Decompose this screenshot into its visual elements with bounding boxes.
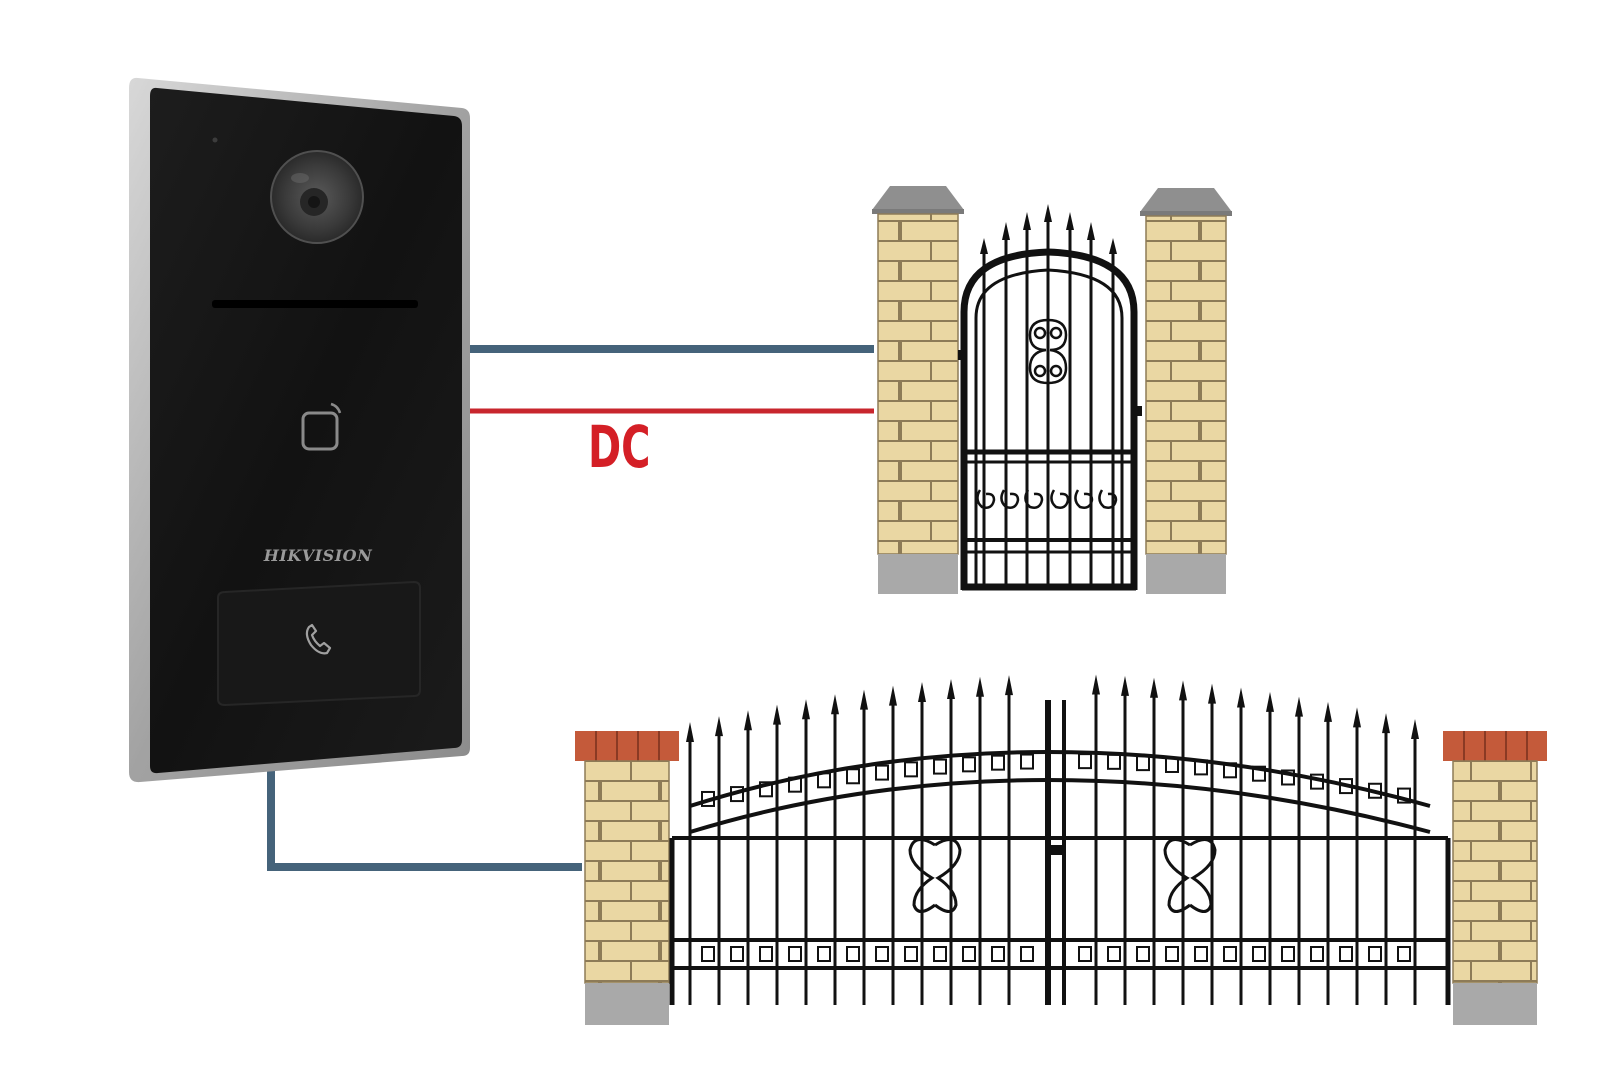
spear-tip: [802, 699, 810, 720]
spear-tip: [1208, 683, 1216, 704]
spear-tip: [860, 689, 868, 710]
camera-lens: [270, 150, 364, 244]
band-ornament: [1368, 946, 1382, 962]
arch-ornament: [875, 764, 889, 781]
band-ornament: [933, 946, 947, 962]
band-ornament: [846, 946, 860, 962]
spear-tip: [1295, 696, 1303, 717]
band-ornament: [1107, 946, 1121, 962]
arch-ornament: [1107, 753, 1121, 770]
arch-ornament: [1136, 755, 1150, 772]
pedestrian-gate-left-pillar: [872, 186, 964, 594]
spear-tip: [1382, 713, 1390, 734]
phone-icon: [305, 623, 332, 655]
arch-ornament: [759, 781, 773, 798]
arch-ornament: [846, 768, 860, 785]
spear-tip: [1150, 677, 1158, 698]
arch-ornament: [1165, 756, 1179, 773]
arch-ornament: [1368, 782, 1382, 799]
spear-tip: [1005, 675, 1013, 696]
arch-ornament: [1310, 773, 1324, 790]
spear-tip: [918, 682, 926, 703]
band-ornament: [1165, 946, 1179, 962]
arch-ornament: [1194, 759, 1208, 776]
door-station: HIKVISION: [129, 77, 470, 783]
band-ornament: [1078, 946, 1092, 962]
driveway-gate-right-pillar: [1443, 731, 1547, 1025]
band-ornament: [1136, 946, 1150, 962]
spear-tip: [1353, 707, 1361, 728]
driveway-gate-left-pillar: [575, 731, 679, 1025]
card-reader-icon: [301, 402, 342, 451]
spear-tip: [976, 676, 984, 697]
arch-ornament: [1252, 765, 1266, 782]
spear-tip: [831, 694, 839, 715]
arch-ornament: [991, 754, 1005, 771]
arch-ornament: [730, 786, 744, 803]
arch-ornament: [1397, 787, 1411, 804]
spear-tip: [773, 704, 781, 725]
band-ornament: [788, 946, 802, 962]
dc-wire-label: DC: [588, 414, 651, 481]
pedestrian-gate-right-pillar: [1140, 188, 1232, 594]
arch-ornament: [904, 761, 918, 778]
band-ornament: [1252, 946, 1266, 962]
spear-tip: [1324, 701, 1332, 722]
band-ornament: [1223, 946, 1237, 962]
arch-ornament: [1223, 762, 1237, 779]
arch-ornament: [1020, 753, 1034, 770]
band-ornament: [759, 946, 773, 962]
spear-tip: [1266, 691, 1274, 712]
arch-ornament: [1339, 778, 1353, 795]
band-ornament: [904, 946, 918, 962]
pedestrian-gate: [872, 186, 1232, 594]
band-ornament: [991, 946, 1005, 962]
spear-tip: [715, 716, 723, 737]
arch-ornament: [1281, 769, 1295, 786]
band-ornament: [701, 946, 715, 962]
brand-logo: HIKVISION: [263, 546, 373, 565]
spear-tip: [1092, 674, 1100, 695]
arch-ornament: [933, 758, 947, 775]
wire-signal-to-driveway-gate: [267, 768, 582, 871]
arch-ornament: [817, 772, 831, 789]
arch-ornament: [701, 790, 715, 807]
driveway-gate: [575, 674, 1547, 1025]
arch-ornament: [962, 756, 976, 773]
spear-tip: [1237, 687, 1245, 708]
spear-tip: [947, 679, 955, 700]
spear-tip: [1179, 680, 1187, 701]
spear-tip: [744, 710, 752, 731]
band-ornament: [1194, 946, 1208, 962]
spear-tip: [1121, 675, 1129, 696]
band-ornament: [1310, 946, 1324, 962]
arch-ornament: [1078, 753, 1092, 770]
band-ornament: [730, 946, 744, 962]
spear-tip: [1411, 718, 1419, 739]
band-ornament: [1339, 946, 1353, 962]
band-ornament: [962, 946, 976, 962]
pedestrian-gate-leaf: [958, 204, 1142, 591]
band-ornament: [875, 946, 889, 962]
speaker-slot: [212, 300, 418, 308]
spear-tip: [686, 722, 694, 742]
microphone-hole: [212, 137, 218, 143]
driveway-gate-leaves: [669, 674, 1451, 1005]
spear-tip: [889, 685, 897, 706]
band-ornament: [817, 946, 831, 962]
band-ornament: [1397, 946, 1411, 962]
band-ornament: [1020, 946, 1034, 962]
band-ornament: [1281, 946, 1295, 962]
arch-ornament: [788, 776, 802, 793]
call-button[interactable]: [217, 580, 421, 707]
